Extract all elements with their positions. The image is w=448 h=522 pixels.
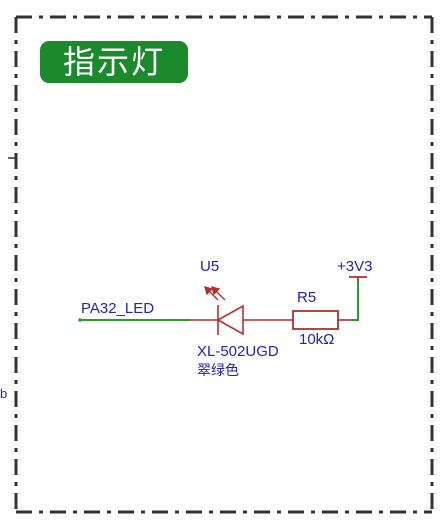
- power-wire[interactable]: [352, 282, 359, 321]
- resistor-designator[interactable]: R5: [297, 289, 317, 306]
- page-title: 指示灯: [40, 41, 188, 83]
- led-designator[interactable]: U5: [200, 258, 220, 275]
- resistor-value: 10kΩ: [299, 331, 335, 348]
- net-label-pa32[interactable]: PA32_LED: [81, 300, 155, 317]
- led-part-number: XL-502UGD: [197, 343, 279, 360]
- power-label[interactable]: +3V3: [337, 258, 373, 275]
- edge-mark: b: [0, 386, 8, 401]
- wire-endpoint-dot: [78, 318, 82, 322]
- led-color-desc: 翠绿色: [197, 363, 239, 379]
- power-symbol[interactable]: [349, 276, 367, 282]
- resistor-r5-body[interactable]: [292, 310, 339, 330]
- led-emission-arrows-icon: [204, 286, 226, 301]
- sheet-border: [14, 15, 434, 514]
- led-u5-symbol[interactable]: [190, 304, 293, 336]
